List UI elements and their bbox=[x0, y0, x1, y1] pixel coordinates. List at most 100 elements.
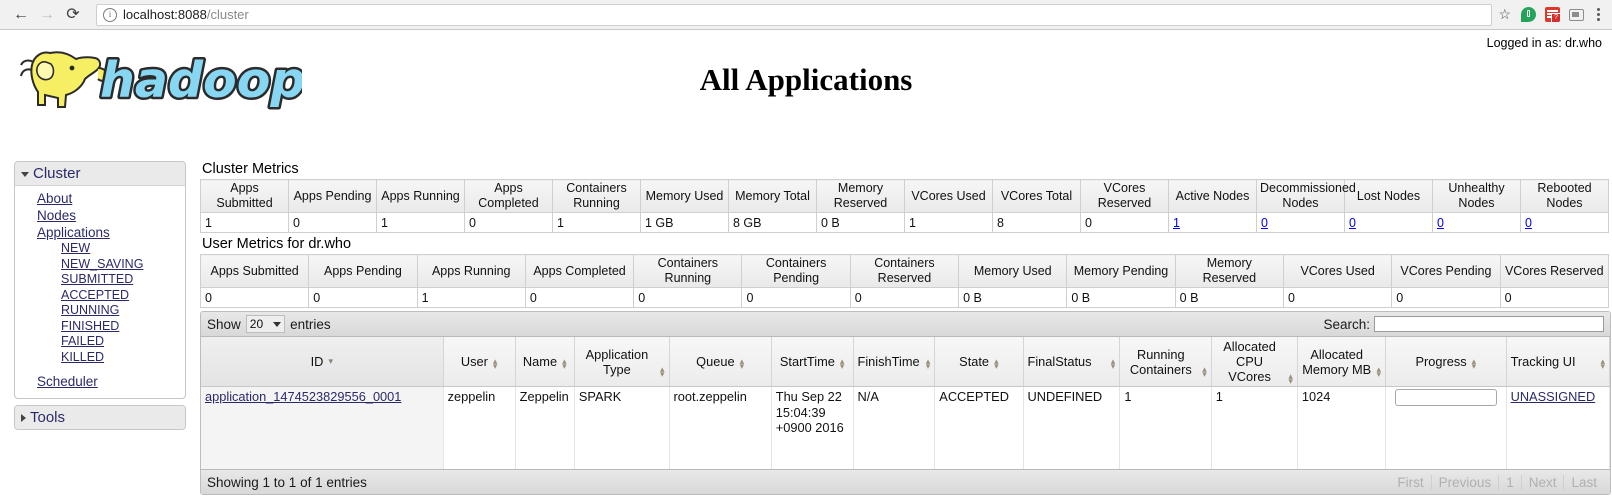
applications-column-header-starttime[interactable]: StartTime bbox=[771, 337, 854, 387]
cluster-metric-val-6: 8 GB bbox=[728, 212, 817, 233]
sort-both-icon[interactable] bbox=[840, 359, 845, 369]
sidebar-item-nodes[interactable]: Nodes bbox=[37, 208, 77, 223]
hadoop-logo[interactable]: hadoop hadoop bbox=[12, 35, 302, 115]
sort-both-icon[interactable] bbox=[1472, 359, 1477, 369]
url-host: localhost:8088 bbox=[123, 7, 207, 22]
column-label: Tracking UI bbox=[1510, 354, 1576, 369]
cluster-panel-body: About Nodes Applications NEW NEW_SAVING … bbox=[15, 186, 185, 398]
sort-both-icon[interactable] bbox=[1377, 367, 1382, 377]
applications-column-header-finishtime[interactable]: FinishTime bbox=[853, 337, 936, 387]
sidebar-item-applications[interactable]: Applications bbox=[37, 225, 110, 240]
cluster-metric-val-15[interactable]: 0 bbox=[1520, 212, 1609, 233]
applications-column-header-tracking-ui[interactable]: Tracking UI bbox=[1506, 337, 1610, 387]
sidebar-item-new[interactable]: NEW bbox=[61, 241, 91, 255]
cluster-metric-val-13[interactable]: 0 bbox=[1344, 212, 1433, 233]
application-id-link[interactable]: application_1474523829556_0001 bbox=[205, 389, 402, 404]
cluster-metric-link-13[interactable]: 0 bbox=[1349, 215, 1356, 230]
chevron-down-icon bbox=[21, 171, 29, 177]
address-bar[interactable]: i localhost:8088/cluster bbox=[96, 3, 1493, 26]
cell-progress bbox=[1385, 386, 1507, 469]
progress-bar bbox=[1394, 389, 1497, 406]
sort-both-icon[interactable] bbox=[1600, 359, 1605, 369]
chrome-menu-icon[interactable] bbox=[1593, 8, 1604, 21]
cluster-metric-val-14[interactable]: 0 bbox=[1432, 212, 1521, 233]
applications-column-header-finalstatus[interactable]: FinalStatus bbox=[1023, 337, 1121, 387]
applications-column-header-id[interactable]: ID bbox=[201, 337, 444, 387]
cluster-metric-val-12[interactable]: 0 bbox=[1256, 212, 1345, 233]
cluster-metric-col-7: Memory Reserved bbox=[816, 179, 905, 213]
cluster-metric-col-12: Decommissioned Nodes bbox=[1256, 179, 1356, 213]
user-metric-val-2: 1 bbox=[416, 287, 526, 308]
sort-both-icon[interactable] bbox=[493, 359, 498, 369]
sidebar-item-failed[interactable]: FAILED bbox=[61, 334, 105, 348]
user-metric-val-7: 0 B bbox=[958, 287, 1068, 308]
column-label: Progress bbox=[1415, 354, 1467, 369]
user-metric-val-4: 0 bbox=[633, 287, 743, 308]
elephant-icon bbox=[20, 51, 109, 108]
sort-both-icon[interactable] bbox=[740, 359, 745, 369]
sort-both-icon[interactable] bbox=[562, 359, 567, 369]
applications-column-header-progress[interactable]: Progress bbox=[1385, 337, 1507, 387]
search-control: Search: bbox=[1323, 316, 1604, 332]
pagination-previous[interactable]: Previous bbox=[1430, 474, 1499, 490]
user-metric-col-11: VCores Pending bbox=[1391, 254, 1501, 288]
cell-id[interactable]: application_1474523829556_0001 bbox=[201, 386, 444, 469]
tools-panel-header[interactable]: Tools bbox=[15, 406, 185, 429]
applications-column-header-allocated-cpu-vcores[interactable]: Allocated CPU VCores bbox=[1211, 337, 1298, 387]
red-list-extension-icon[interactable]: ? bbox=[1545, 7, 1560, 22]
pagination-last[interactable]: Last bbox=[1563, 474, 1604, 490]
cluster-metric-col-9: VCores Total bbox=[992, 179, 1081, 213]
reload-icon[interactable]: ⟳ bbox=[66, 5, 80, 23]
sidebar-item-submitted[interactable]: SUBMITTED bbox=[61, 272, 134, 286]
site-info-icon[interactable]: i bbox=[103, 7, 117, 22]
show-label: Show bbox=[207, 316, 241, 332]
cluster-metric-val-11[interactable]: 1 bbox=[1168, 212, 1257, 233]
svg-text:hadoop: hadoop bbox=[100, 52, 302, 109]
cluster-metric-link-14[interactable]: 0 bbox=[1437, 215, 1444, 230]
sidebar: Cluster About Nodes Applications NEW NEW… bbox=[14, 161, 186, 436]
cell-tracking-ui[interactable]: UNASSIGNED bbox=[1506, 386, 1610, 469]
applications-column-header-state[interactable]: State bbox=[934, 337, 1024, 387]
pagination-next[interactable]: Next bbox=[1520, 474, 1564, 490]
sort-both-icon[interactable] bbox=[1111, 359, 1116, 369]
sidebar-item-accepted[interactable]: ACCEPTED bbox=[61, 287, 130, 302]
sidebar-item-killed[interactable]: KILLED bbox=[61, 349, 105, 364]
applications-column-header-running-containers[interactable]: Running Containers bbox=[1119, 337, 1212, 387]
bookmark-star-icon[interactable]: ☆ bbox=[1498, 6, 1511, 22]
cluster-metric-link-11[interactable]: 1 bbox=[1173, 215, 1180, 230]
cluster-metric-link-15[interactable]: 0 bbox=[1525, 215, 1532, 230]
applications-column-header-name[interactable]: Name bbox=[515, 337, 575, 387]
applications-column-header-queue[interactable]: Queue bbox=[669, 337, 772, 387]
hangouts-extension-icon[interactable] bbox=[1521, 7, 1536, 22]
page-length-select[interactable]: 20 bbox=[245, 315, 286, 333]
sort-both-icon[interactable] bbox=[1288, 374, 1293, 384]
sort-both-icon[interactable] bbox=[660, 367, 665, 377]
cast-icon[interactable] bbox=[1569, 8, 1584, 21]
pagination-first[interactable]: First bbox=[1397, 474, 1424, 490]
sidebar-item-scheduler[interactable]: Scheduler bbox=[37, 374, 98, 389]
sort-both-icon[interactable] bbox=[994, 359, 999, 369]
cluster-panel: Cluster About Nodes Applications NEW NEW… bbox=[14, 161, 186, 399]
applications-column-header-user[interactable]: User bbox=[443, 337, 516, 387]
applications-column-header-application-type[interactable]: Application Type bbox=[574, 337, 670, 387]
sidebar-item-new-saving[interactable]: NEW_SAVING bbox=[61, 256, 144, 271]
sort-descending-icon[interactable] bbox=[328, 354, 333, 369]
sidebar-item-finished[interactable]: FINISHED bbox=[61, 318, 120, 333]
search-input[interactable] bbox=[1374, 316, 1604, 332]
column-label: FinishTime bbox=[857, 354, 920, 369]
cluster-panel-header[interactable]: Cluster bbox=[15, 162, 185, 186]
user-metric-col-4: Containers Running bbox=[633, 254, 743, 288]
cluster-metric-col-1: Apps Pending bbox=[288, 179, 377, 213]
sort-both-icon[interactable] bbox=[926, 359, 931, 369]
forward-arrow-icon[interactable]: → bbox=[39, 5, 55, 23]
sidebar-item-running[interactable]: RUNNING bbox=[61, 303, 120, 317]
sort-both-icon[interactable] bbox=[1202, 367, 1207, 377]
pagination-page-1[interactable]: 1 bbox=[1498, 474, 1521, 490]
cluster-metric-link-12[interactable]: 0 bbox=[1261, 215, 1268, 230]
applications-column-header-allocated-memory-mb[interactable]: Allocated Memory MB bbox=[1297, 337, 1387, 387]
back-arrow-icon[interactable]: ← bbox=[13, 5, 29, 23]
tracking-ui-link[interactable]: UNASSIGNED bbox=[1510, 389, 1596, 404]
sidebar-item-about[interactable]: About bbox=[37, 191, 73, 206]
column-label: Application Type bbox=[585, 346, 649, 377]
